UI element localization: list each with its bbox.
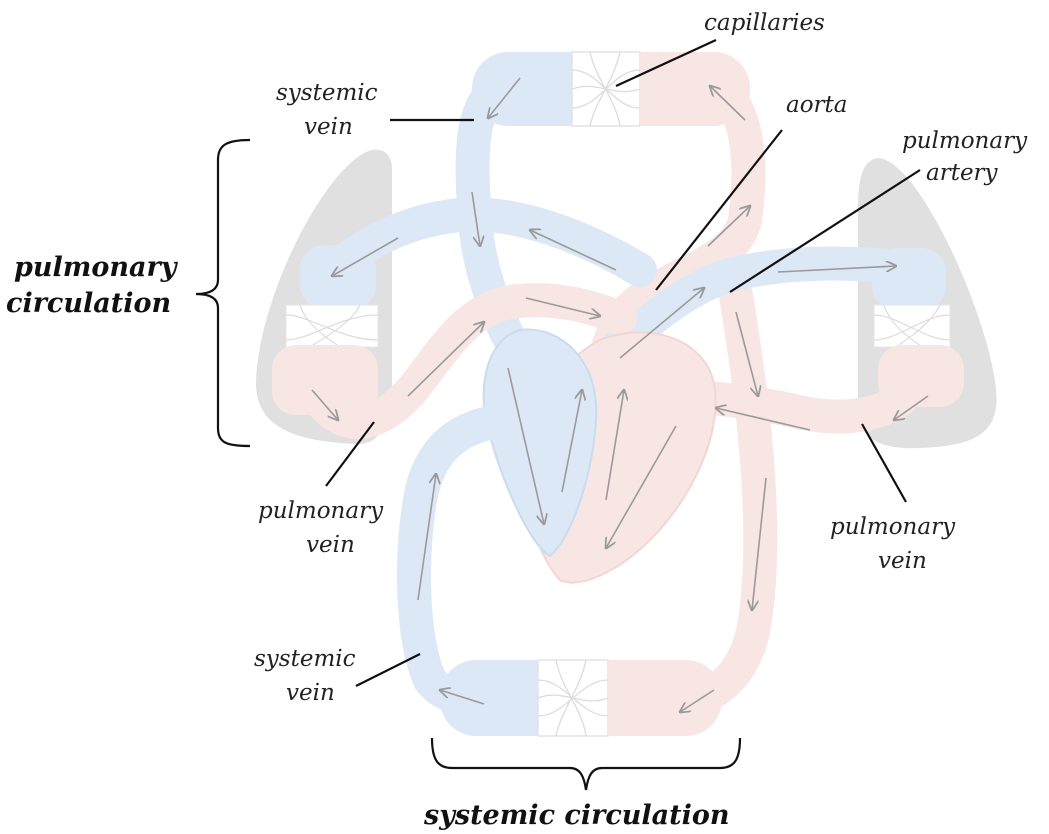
leader-aorta — [655, 129, 783, 291]
right-lung-artery-end — [872, 248, 946, 310]
systemic-brace — [430, 737, 742, 791]
label-systemic-vein-bottom-1: systemic — [254, 646, 356, 672]
left-lung-artery-end — [300, 245, 376, 309]
label-pulmonary-vein-left-2: vein — [306, 532, 355, 558]
label-pulmonary-vein-right-2: vein — [878, 548, 927, 574]
label-pulmonary-circulation-2: circulation — [6, 288, 171, 319]
leader-pulmonary-vein-left — [325, 421, 375, 487]
leader-pulmonary-artery — [729, 169, 921, 293]
left-pulmonary-vein — [303, 283, 637, 439]
leader-pulmonary-vein-right — [861, 423, 907, 503]
pulmonary-brace — [195, 138, 251, 448]
leader-capillaries — [615, 39, 717, 87]
label-pulmonary-vein-left-1: pulmonary — [258, 498, 384, 524]
leader-systemic-vein-bottom — [355, 653, 421, 687]
label-pulmonary-vein-right-1: pulmonary — [830, 514, 956, 540]
label-aorta: aorta — [786, 92, 848, 118]
label-systemic-vein-bottom-2: vein — [286, 680, 335, 706]
label-pulmonary-artery-2: artery — [926, 160, 999, 186]
right-lung-capillaries — [873, 304, 951, 348]
label-systemic-vein-top-2: vein — [304, 114, 353, 140]
flow-arrows — [311, 77, 929, 712]
label-pulmonary-artery-1: pulmonary — [902, 128, 1028, 154]
label-systemic-circulation: systemic circulation — [423, 800, 730, 831]
label-pulmonary-circulation-1: pulmonary — [14, 252, 179, 283]
descending-aorta — [673, 273, 778, 717]
left-lung-vein-end — [272, 345, 378, 415]
left-pulmonary-artery — [323, 197, 657, 287]
label-capillaries: capillaries — [704, 10, 825, 36]
label-systemic-vein-top-1: systemic — [276, 80, 378, 106]
left-lung-capillaries — [285, 304, 379, 348]
